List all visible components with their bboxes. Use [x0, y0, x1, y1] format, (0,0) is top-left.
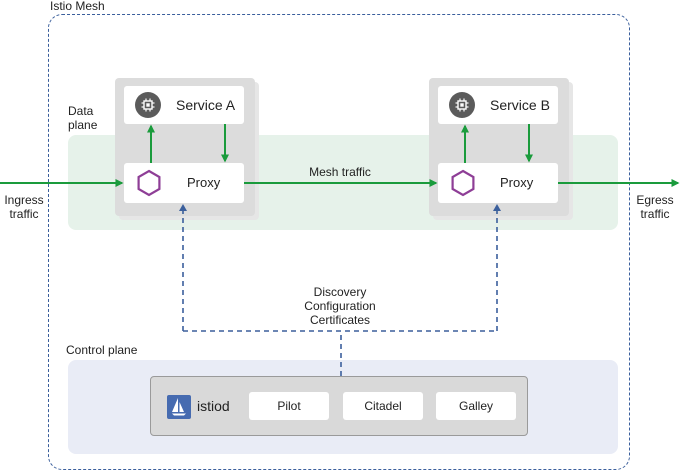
- data-plane-label: Data plane: [68, 104, 97, 132]
- galley-component: Galley: [436, 392, 516, 420]
- control-flow-label: Discovery Configuration Certificates: [280, 285, 400, 327]
- data-plane-label-line2: plane: [68, 118, 98, 132]
- data-plane-label-line1: Data: [68, 104, 94, 118]
- proxy-a-label: Proxy: [187, 175, 221, 190]
- hexagon-icon: [137, 169, 161, 197]
- ingress-label-line2: traffic: [9, 207, 39, 221]
- proxy-b-label: Proxy: [500, 175, 534, 190]
- ingress-label-line1: Ingress: [4, 193, 44, 207]
- service-b-label: Service B: [490, 97, 550, 113]
- chip-icon: [449, 92, 475, 118]
- mesh-title: Istio Mesh: [50, 0, 105, 13]
- istio-sail-icon: [167, 395, 191, 419]
- egress-label-line1: Egress: [636, 193, 674, 207]
- ingress-label: Ingress traffic: [0, 193, 48, 221]
- control-plane-connector: [182, 210, 498, 376]
- service-a-label: Service A: [176, 97, 236, 113]
- proxy-b-box: Proxy: [438, 163, 558, 203]
- certificates-label: Certificates: [309, 313, 371, 327]
- egress-label: Egress traffic: [630, 193, 680, 221]
- mesh-traffic-label: Mesh traffic: [309, 165, 371, 179]
- istiod-label: istiod: [197, 398, 230, 414]
- istiod-box: istiod Pilot Citadel Galley: [150, 376, 528, 436]
- configuration-label: Configuration: [304, 299, 376, 313]
- hexagon-icon: [451, 169, 475, 197]
- service-b-box: Service B: [438, 86, 558, 124]
- citadel-component: Citadel: [343, 392, 423, 420]
- service-a-box: Service A: [124, 86, 244, 124]
- istio-mesh-boundary: [48, 14, 630, 470]
- chip-icon: [135, 92, 161, 118]
- discovery-label: Discovery: [313, 285, 367, 299]
- proxy-a-box: Proxy: [124, 163, 244, 203]
- config-to-proxy-b-arrowhead: [493, 204, 501, 211]
- control-plane-label: Control plane: [66, 343, 138, 357]
- config-to-proxy-a-arrowhead: [179, 204, 187, 211]
- egress-label-line2: traffic: [640, 207, 670, 221]
- pilot-component: Pilot: [249, 392, 329, 420]
